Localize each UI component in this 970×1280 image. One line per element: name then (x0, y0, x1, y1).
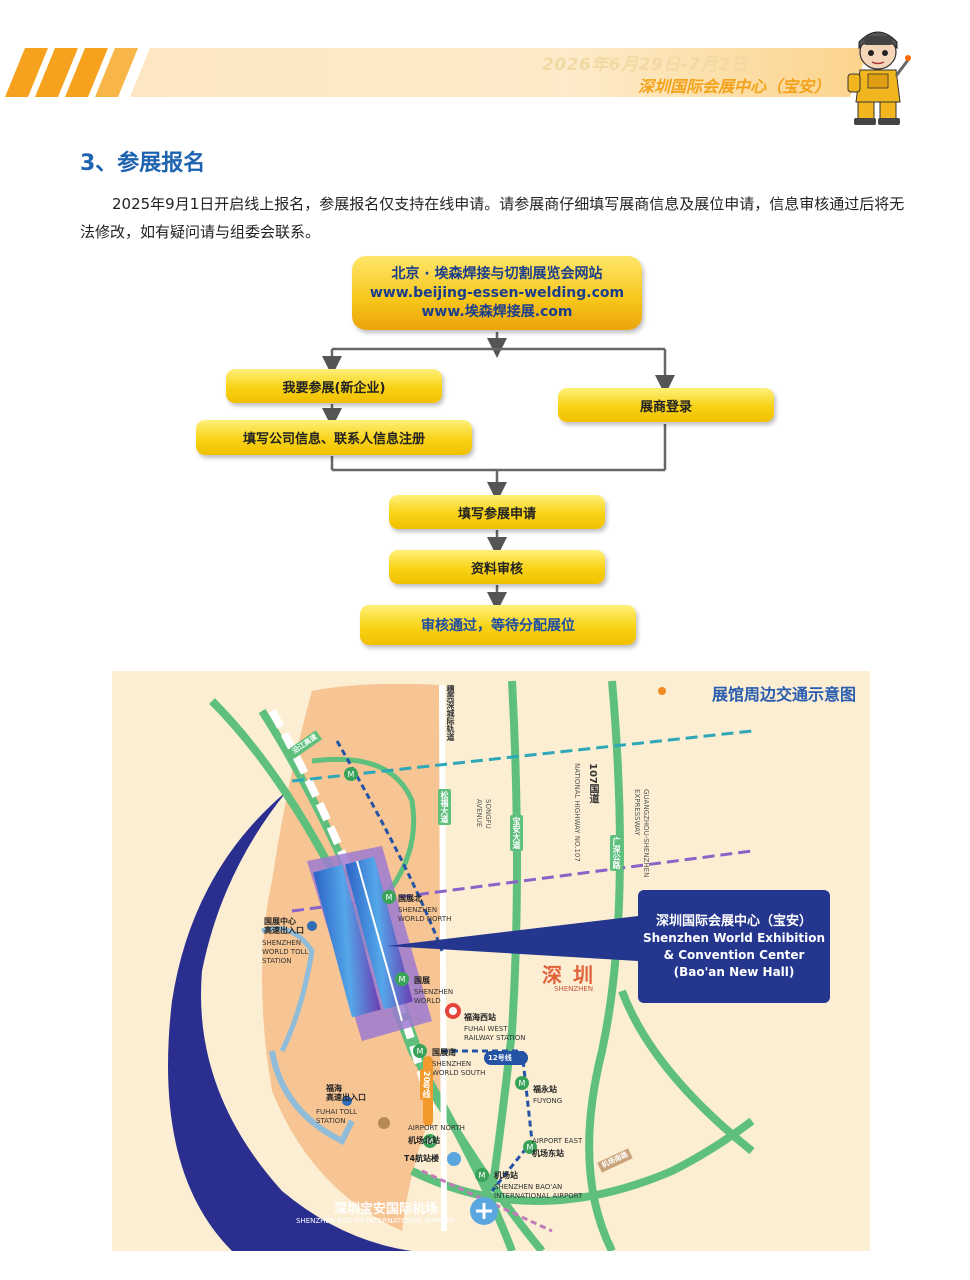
venue-callout-cn: 深圳国际会展中心（宝安） (655, 913, 812, 929)
label-airport-east-en: AIRPORT EAST (532, 1137, 583, 1145)
map-title: 展馆周边交通示意图 (711, 685, 856, 704)
label-world-south-en: SHENZHEN WORLD SOUTH (432, 1060, 486, 1077)
label-fuhai-toll-en: FUHAI TOLL STATION (316, 1108, 358, 1125)
label-line-12: 12号线 (488, 1054, 512, 1062)
label-songfu-cn: 松福大道 (438, 789, 451, 825)
svg-text:M: M (519, 1079, 526, 1088)
svg-text:M: M (527, 1143, 534, 1152)
airport-name-cn: 深圳宝安国际机场 (334, 1202, 439, 1217)
website-url-2[interactable]: www.埃森焊接展.com (421, 303, 573, 320)
document-review-step: 资料审核 (389, 550, 605, 584)
label-airport-station-cn: 机场站 (494, 1171, 518, 1180)
svg-text:M: M (386, 893, 393, 902)
label-guangshen-en: GUANGZHOU-SHENZHEN EXPRESSWAY (633, 789, 650, 878)
label-world-north-en: SHENZHEN WORLD NORTH (398, 906, 452, 923)
map-title-dot (658, 687, 666, 695)
label-guanshen-rail: 穗莞深城际轨道 (446, 685, 455, 741)
label-fuhai-west-cn: 福海西站 (464, 1013, 496, 1022)
label-line-20: 20号线 (420, 1069, 433, 1101)
label-airport-station-en: SHENZHEN BAO'AN INTERNATIONAL AIRPORT (494, 1183, 583, 1200)
transport-map: M M M M M M M M 展馆周边交通示意图 深圳国际会展中心（宝安） S… (112, 671, 870, 1251)
label-airport-north-cn: 机场北站 (408, 1136, 440, 1145)
svg-text:M: M (399, 975, 406, 984)
label-toll-en: SHENZHEN WORLD TOLL STATION (262, 939, 309, 965)
svg-text:M: M (417, 1047, 424, 1056)
venue-callout-en-2: & Convention Center (663, 947, 805, 962)
label-fuyong-cn: 福永站 (533, 1085, 557, 1094)
label-107-cn: 107国道 (587, 763, 598, 804)
label-world-en: SHENZHEN WORLD (414, 988, 454, 1005)
venue-callout-en-3: (Bao'an New Hall) (673, 964, 795, 979)
svg-text:M: M (479, 1171, 486, 1180)
new-exhibitor-step: 我要参展(新企业) (226, 369, 442, 403)
label-world-north-cn: 国展北 (398, 894, 422, 903)
flowchart-connectors (322, 332, 675, 612)
airport-name-en: SHENZHEN BAO'AN INTERNATIONAL AIRPORT (296, 1217, 455, 1225)
approved-step: 审核通过，等待分配展位 (360, 605, 636, 645)
city-name-en: SHENZHEN (554, 985, 594, 993)
label-airport-north-en: AIRPORT NORTH (408, 1124, 465, 1132)
label-world-south-cn: 国展南 (432, 1048, 456, 1057)
svg-text:M: M (348, 770, 355, 779)
event-venue: 深圳国际会展中心（宝安） (637, 77, 830, 96)
exhibition-halls (313, 856, 413, 1022)
registration-flowchart: 北京 · 埃森焊接与切割展览会网站 www.beijing-essen-weld… (196, 256, 774, 645)
venue-callout: 深圳国际会展中心（宝安） Shenzhen World Exhibition &… (638, 890, 830, 1003)
register-info-step: 填写公司信息、联系人信息注册 (196, 420, 472, 455)
label-107-en: NATIONAL HIGHWAY NO.107 (573, 763, 581, 862)
banner-stripes (5, 48, 870, 97)
event-date: 2026年6月29日-7月2日 (541, 55, 748, 75)
section-title: 3、参展报名 (80, 151, 206, 176)
welder-mascot-icon (847, 31, 911, 125)
fill-application-step: 填写参展申请 (389, 495, 605, 529)
label-t4-cn: T4航站楼 (404, 1154, 440, 1163)
label-world-cn: 国展 (414, 976, 430, 985)
svg-text:M: M (427, 1137, 434, 1146)
exhibitor-login-step: 展商登录 (558, 388, 774, 422)
website-box[interactable]: 北京 · 埃森焊接与切割展览会网站 www.beijing-essen-weld… (352, 256, 642, 330)
city-name-cn: 深 圳 (542, 963, 595, 987)
label-songfu-en: SONGFU AVENUE (475, 799, 492, 829)
label-baoan-cn: 宝安大道 (510, 815, 523, 851)
label-fuhai-west-en: FUHAI WEST RAILWAY STATION (464, 1025, 526, 1042)
label-toll-cn: 国展中心 高速出入口 (264, 917, 304, 935)
website-url-1[interactable]: www.beijing-essen-welding.com (369, 284, 625, 301)
label-fuyong-en: FUYONG (533, 1097, 563, 1105)
website-name: 北京 · 埃森焊接与切割展览会网站 (391, 265, 603, 282)
label-guangshen-cn: 广深公路 (610, 835, 623, 871)
label-fuhai-toll-cn: 福海 高速出入口 (326, 1084, 366, 1102)
intro-paragraph: 2025年9月1日开启线上报名，参展报名仅支持在线申请。请参展商仔细填写展商信息… (80, 195, 905, 241)
venue-callout-en-1: Shenzhen World Exhibition (642, 930, 826, 945)
label-airport-east-cn: 机场东站 (532, 1149, 564, 1158)
header-banner: 2026年6月29日-7月2日 深圳国际会展中心（宝安） (0, 0, 970, 125)
